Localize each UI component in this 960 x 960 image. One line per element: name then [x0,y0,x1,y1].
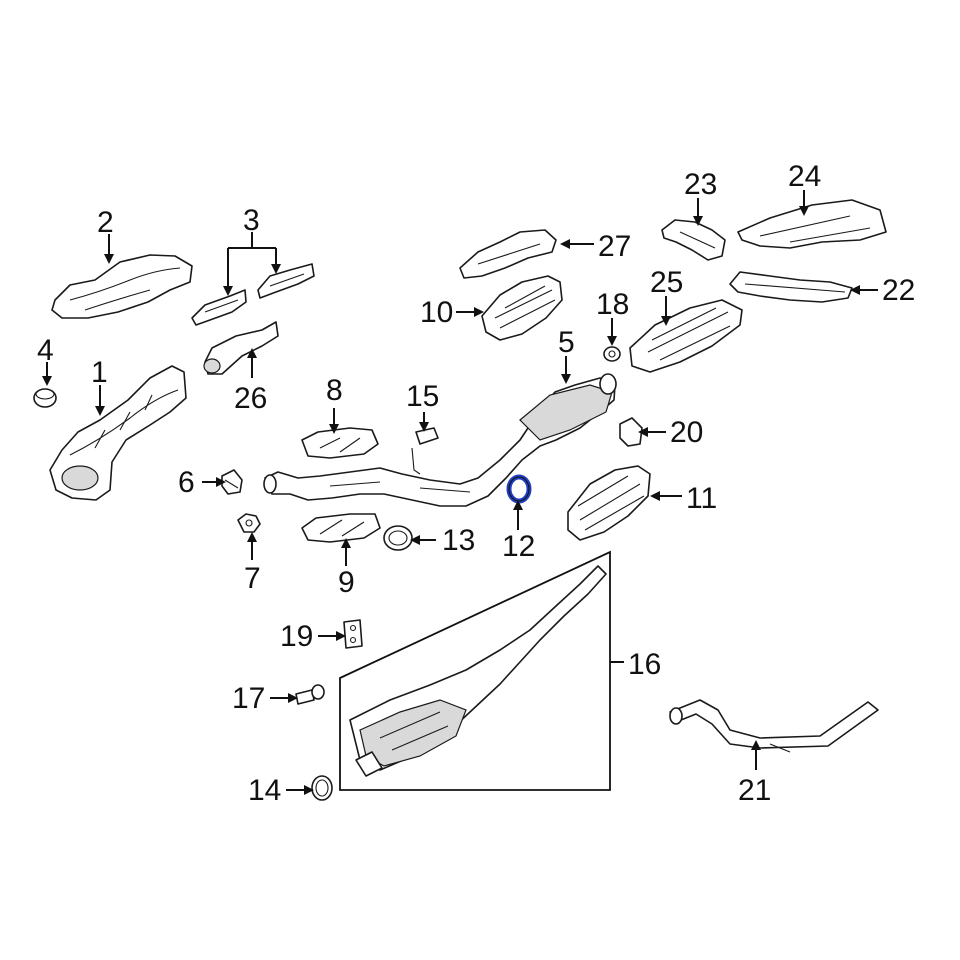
callout-20: 20 [670,416,703,449]
part-9-heat-shield[interactable] [301,513,381,543]
callout-14: 14 [248,774,281,807]
part-18-nut[interactable] [603,346,621,362]
callout-8: 8 [326,374,343,407]
callout-2: 2 [97,206,114,239]
callout-4: 4 [37,334,54,367]
part-25-shield[interactable] [629,299,743,373]
callout-6: 6 [178,466,195,499]
part-11-catalyst-shield[interactable] [567,465,651,541]
part-8-heat-shield[interactable] [301,427,379,459]
part-2-heat-shield[interactable] [51,254,193,319]
part-19-hanger[interactable] [343,619,363,649]
callout-9: 9 [338,566,355,599]
part-1-exhaust-manifold[interactable] [49,365,187,501]
callout-17: 17 [232,682,265,715]
part-12-gasket[interactable] [506,474,532,504]
part-24-shield[interactable] [737,199,887,249]
callout-5: 5 [558,326,575,359]
part-21-tailpipe[interactable] [669,699,879,753]
callout-1: 1 [91,356,108,389]
part-17-bolt[interactable] [295,684,325,705]
part-16-muffler-assembly[interactable] [339,550,611,791]
callout-13: 13 [442,524,475,557]
callout-18: 18 [596,288,629,321]
callout-10: 10 [420,296,453,329]
callout-27: 27 [598,230,631,263]
part-15-oxygen-sensor[interactable] [411,427,439,475]
part-7-nut[interactable] [237,513,261,533]
part-20-bracket[interactable] [619,417,643,447]
part-3-shields[interactable] [191,263,315,326]
callout-3: 3 [243,204,260,237]
part-13-clamp[interactable] [383,525,413,551]
callout-24: 24 [788,160,821,193]
callout-labels: 2 1 4 3 26 27 10 5 23 24 22 25 18 20 11 … [37,160,915,807]
callout-12: 12 [502,530,535,563]
part-10-catalyst-shield[interactable] [481,275,563,341]
part-4-plug[interactable] [33,388,57,408]
part-23-shield[interactable] [661,219,726,261]
leader-arrows [42,190,878,795]
callout-19: 19 [280,620,313,653]
callout-23: 23 [684,168,717,201]
callout-16: 16 [628,648,661,681]
callout-25: 25 [650,266,683,299]
part-14-cap[interactable] [311,775,333,801]
part-22-shield[interactable] [729,271,853,303]
callout-26: 26 [234,382,267,415]
callout-21: 21 [738,774,771,807]
callout-7: 7 [244,562,261,595]
callout-22: 22 [882,274,915,307]
part-5-catalytic-converter[interactable] [263,373,617,507]
part-6-bolt[interactable] [221,469,243,495]
part-27-heat-shield[interactable] [459,229,557,279]
part-26-pipe[interactable] [203,321,279,375]
callout-11: 11 [686,482,717,515]
callout-15: 15 [406,380,439,413]
